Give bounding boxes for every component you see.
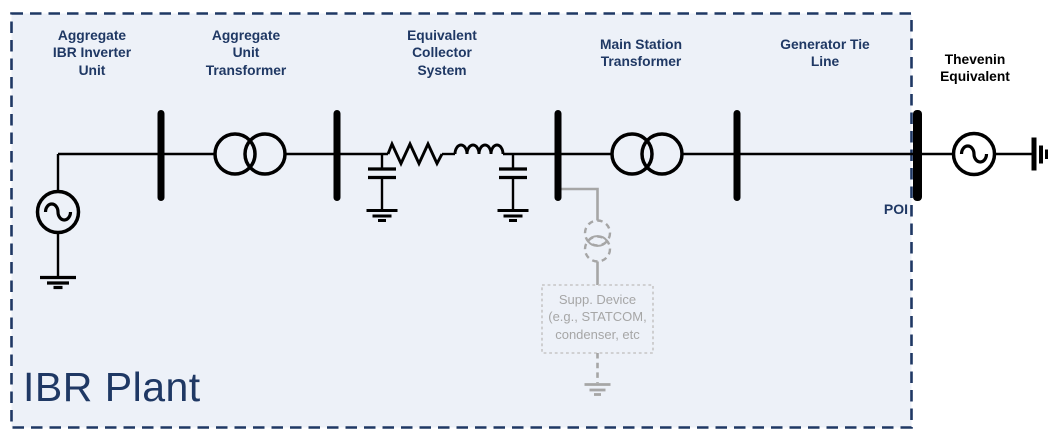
- inductor-icon: [453, 143, 505, 155]
- thevenin-source-icon: [951, 131, 997, 177]
- station-transformer-icon: [610, 132, 684, 176]
- label-main-station-transformer: Main Station Transformer: [599, 37, 683, 70]
- poi-label: POI: [883, 201, 908, 217]
- ibr-plant-title: IBR Plant: [23, 364, 201, 410]
- label-equivalent-collector-system: Equivalent Collector System: [407, 28, 477, 78]
- supp-device-label: Supp. Device (e.g., STATCOM, condenser, …: [548, 292, 647, 342]
- shunt-capacitor-1-icon: [366, 154, 398, 222]
- busbar-collector-lv-icon: [333, 110, 341, 201]
- supp-device-branch: [541, 187, 654, 396]
- shunt-capacitor-2-icon: [497, 154, 529, 222]
- busbar-station-icon: [733, 110, 741, 201]
- busbar-inverter-icon: [157, 110, 165, 201]
- supp-device-icon: [583, 219, 612, 263]
- unit-transformer-icon: [213, 132, 287, 176]
- inverter-ac-source-icon: [35, 154, 81, 290]
- busbar-collector-hv-icon: [554, 110, 562, 201]
- busbar-poi-icon: [913, 110, 922, 201]
- thevenin-ground-icon: [1031, 137, 1048, 171]
- supp-ground-icon: [584, 383, 611, 396]
- label-aggregate-unit-transformer: Aggregate Unit Transformer: [205, 28, 287, 78]
- inverter-ground-icon: [40, 275, 76, 290]
- supp-branch-wire: [558, 187, 599, 221]
- label-aggregate-ibr-inverter-unit: Aggregate IBR Inverter Unit: [52, 28, 132, 78]
- capacitor-1-ground-icon: [366, 209, 398, 222]
- label-generator-tie-line: Generator Tie Line: [780, 37, 870, 70]
- label-thevenin-equivalent: Thevenin Equivalent: [940, 52, 1010, 85]
- capacitor-2-ground-icon: [497, 209, 529, 222]
- ibr-plant-boundary: [10, 12, 913, 429]
- resistor-icon: [386, 140, 444, 167]
